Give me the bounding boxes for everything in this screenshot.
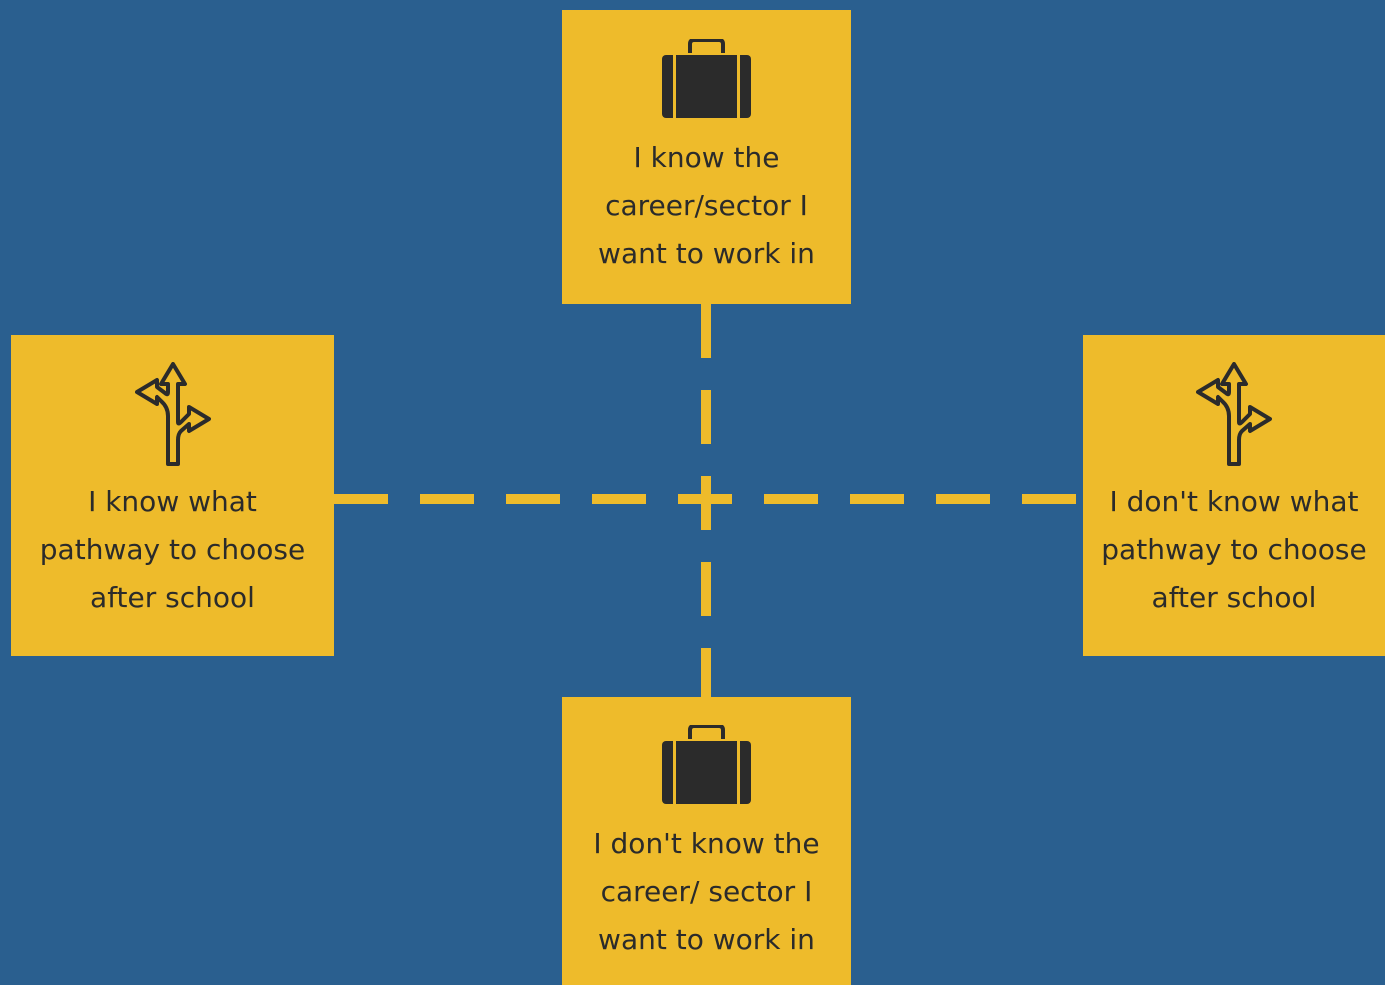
briefcase-icon [662, 725, 751, 804]
node-bottom-label: I don't know the career/ sector I want t… [593, 827, 820, 956]
node-right: I don't know what pathway to choose afte… [1083, 335, 1385, 656]
node-top: I know the career/sector I want to work … [562, 10, 851, 304]
node-left: I know what pathway to choose after scho… [11, 335, 334, 656]
node-top-label: I know the career/sector I want to work … [598, 141, 815, 270]
node-right-label: I don't know what pathway to choose afte… [1101, 485, 1367, 614]
split-arrows-icon [1196, 362, 1272, 466]
briefcase-icon [662, 39, 751, 118]
node-bottom: I don't know the career/ sector I want t… [562, 697, 851, 985]
node-left-label: I know what pathway to choose after scho… [39, 485, 306, 614]
split-arrows-icon [134, 362, 211, 466]
